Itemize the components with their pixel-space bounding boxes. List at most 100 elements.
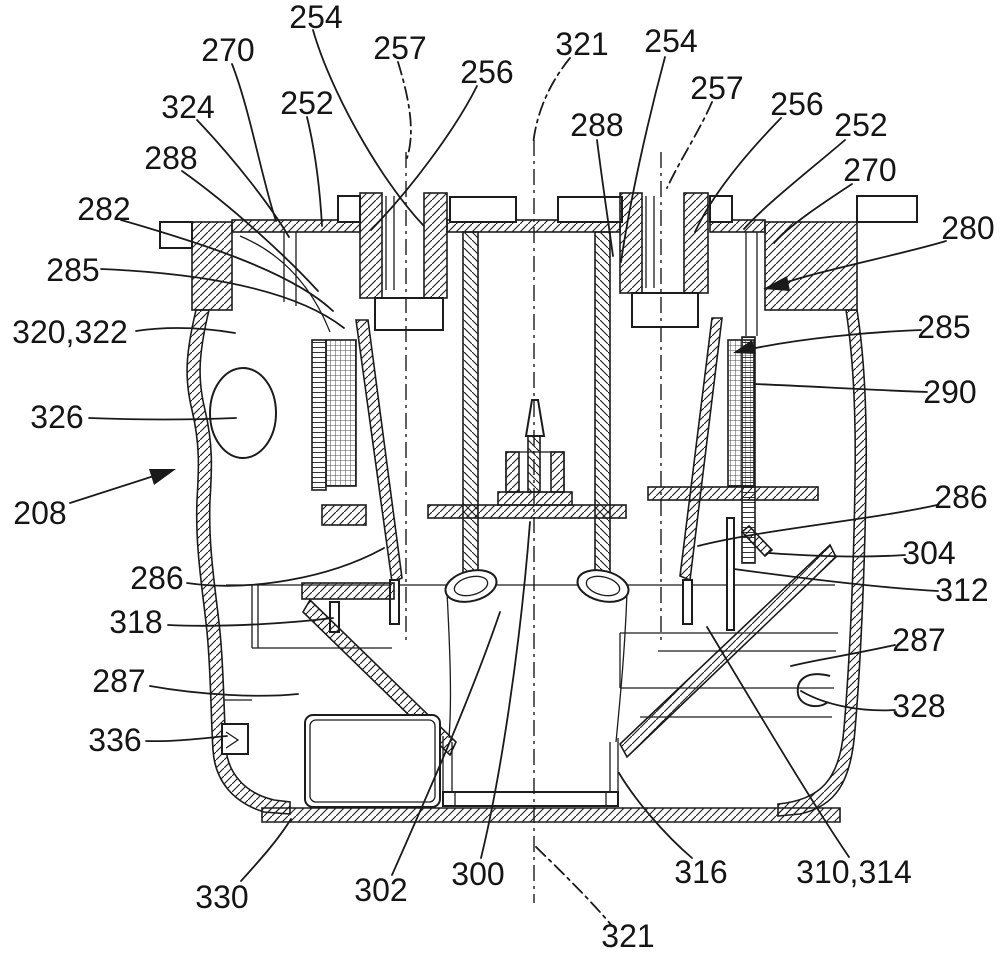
ref-label: 316: [674, 854, 727, 890]
ref-label: 304: [902, 535, 955, 571]
left-flange-step: [159, 221, 193, 249]
ref-label: 321: [555, 26, 608, 62]
ref-310-314: 310,314: [706, 626, 912, 890]
reference-labels: 254 257 256 270 324 252 288 282: [12, 0, 995, 954]
leader-line: [240, 818, 292, 882]
ref-282: 282: [77, 191, 334, 312]
lid-cap: [449, 196, 517, 223]
ref-288-top-right: 288: [570, 107, 624, 257]
arrowhead: [149, 469, 176, 485]
leader-line: [740, 329, 922, 352]
left-finder-duct: [462, 231, 479, 575]
right-flange-step: [856, 195, 918, 223]
ref-label: 256: [460, 54, 513, 90]
ref-300: 300: [451, 521, 531, 892]
ref-336: 336: [88, 722, 228, 758]
right-base-plate: [647, 486, 819, 501]
leader-line: [790, 644, 896, 667]
ref-288-top-left: 288: [144, 140, 319, 292]
separator-body: [159, 140, 918, 903]
right-port-duct-lines: [645, 196, 655, 288]
lid-cap: [709, 195, 733, 223]
ref-label: 252: [834, 107, 887, 143]
ref-label: 254: [289, 0, 342, 35]
leader-line: [181, 170, 319, 292]
center-funnel-lines: [446, 591, 628, 743]
lower-box-inner: [309, 719, 436, 803]
left-flange: [191, 221, 233, 311]
ref-label: 330: [195, 879, 248, 915]
ref-320-322: 320,322: [12, 314, 236, 350]
left-mesh-ladder: [311, 339, 327, 491]
leader-line: [697, 504, 938, 547]
leader-line: [535, 846, 613, 927]
ref-label: 252: [280, 85, 333, 121]
leader-line: [145, 735, 228, 743]
right-mesh-screen: [727, 339, 755, 487]
ref-270-top-right: 270: [773, 152, 897, 244]
lid-cap: [557, 196, 623, 223]
leader-line: [120, 219, 334, 312]
ref-label: 336: [88, 722, 141, 758]
ref-328: 328: [800, 688, 946, 724]
leader-line: [733, 568, 939, 592]
ref-label: 285: [917, 309, 970, 345]
ref-label: 257: [373, 30, 426, 66]
ref-316: 316: [618, 772, 728, 890]
ref-208: 208: [13, 469, 176, 531]
left-cone-skirt: [389, 579, 400, 625]
ref-label: 282: [77, 191, 130, 227]
left-chamber-wall: [239, 232, 331, 333]
left-port-outer-wall: [359, 192, 383, 299]
ref-312: 312: [733, 568, 989, 608]
chute-walls: [442, 736, 619, 800]
arrowhead: [733, 340, 756, 354]
ref-252-top-left: 252: [280, 85, 334, 227]
right-wall: [777, 309, 868, 817]
leader-line: [480, 521, 531, 859]
lower-box-outer: [304, 714, 441, 808]
ref-label: 312: [935, 572, 988, 608]
leader-line: [620, 56, 666, 263]
ref-270-top-left: 270: [201, 32, 277, 222]
ref-label: 320,322: [12, 314, 128, 350]
leader-line: [694, 117, 782, 233]
ref-label: 286: [130, 560, 183, 596]
leader-line: [149, 685, 299, 697]
left-mesh-screen: [325, 339, 357, 487]
right-port-inner-wall: [683, 192, 709, 294]
right-finder-duct: [594, 231, 611, 575]
ref-label: 287: [92, 663, 145, 699]
leader-line: [743, 139, 846, 230]
ref-257-top-right: 257: [666, 70, 744, 189]
ref-label: 326: [30, 399, 83, 435]
leader-line: [391, 611, 501, 876]
leader-line: [100, 268, 345, 329]
ref-label: 270: [201, 32, 254, 68]
left-wall: [186, 309, 291, 815]
ref-256-top-right: 256: [694, 86, 824, 233]
leader-line: [167, 617, 334, 627]
right-chamber-wall: [745, 232, 758, 336]
ref-label: 270: [843, 152, 896, 188]
wall-bulge-326: [209, 367, 277, 459]
ref-285-left: 285: [46, 252, 345, 329]
ref-label: 286: [934, 479, 987, 515]
skirt-plate-312: [726, 517, 735, 631]
leader-line: [768, 552, 906, 558]
ref-304: 304: [768, 535, 956, 571]
ref-324: 324: [161, 89, 290, 238]
bottom-wall: [261, 807, 841, 823]
ref-label: 208: [13, 495, 66, 531]
leader-line: [771, 240, 947, 288]
ref-290: 290: [753, 374, 977, 410]
ref-label: 324: [161, 89, 214, 125]
right-cone-wall: [679, 317, 723, 582]
leader-line: [370, 85, 478, 231]
spike-base-flange: [497, 491, 573, 506]
ref-label: 288: [570, 107, 623, 143]
spike: [524, 399, 546, 437]
left-duct-mouth: [444, 569, 498, 603]
spike-block-right: [550, 451, 565, 493]
